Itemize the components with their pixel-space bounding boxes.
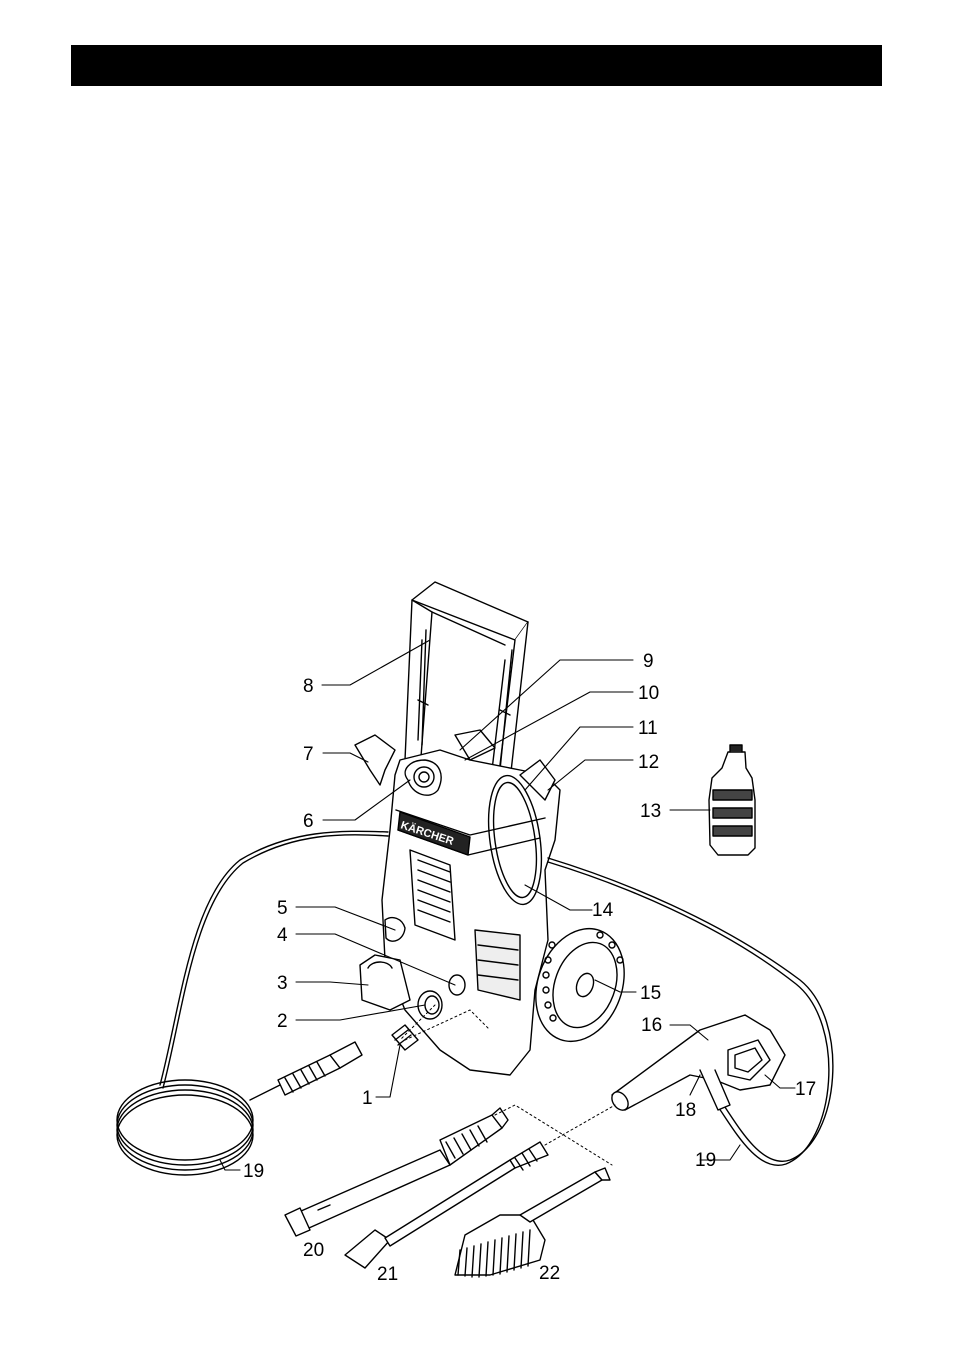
callout-2: 2: [277, 1011, 288, 1032]
callout-1: 1: [362, 1088, 373, 1109]
callout-9: 9: [643, 651, 654, 672]
callout-10: 10: [638, 683, 659, 704]
detergent-bottle: [709, 745, 755, 855]
callout-14: 14: [592, 900, 614, 921]
trigger-gun: [609, 1015, 785, 1113]
hose-quick-connector: [278, 1042, 362, 1095]
callout-7: 7: [303, 744, 314, 765]
callout-16: 16: [641, 1015, 662, 1036]
callout-5: 5: [277, 898, 288, 919]
callout-4: 4: [277, 925, 288, 946]
callout-8: 8: [303, 676, 314, 697]
callout-13: 13: [640, 801, 661, 822]
callout-11: 11: [638, 718, 658, 739]
vario-power-lance: [285, 1108, 508, 1236]
callout-20: 20: [303, 1240, 324, 1261]
callout-19-gun-hose: 19: [695, 1150, 716, 1171]
callout-6: 6: [303, 811, 314, 832]
callout-3: 3: [277, 973, 288, 994]
callout-19-coil: 19: [243, 1161, 264, 1182]
callout-22: 22: [539, 1263, 560, 1284]
callout-12: 12: [638, 752, 659, 773]
callout-15: 15: [640, 983, 661, 1004]
callout-17: 17: [795, 1079, 816, 1100]
callout-18: 18: [675, 1100, 696, 1121]
callout-21: 21: [377, 1264, 398, 1285]
